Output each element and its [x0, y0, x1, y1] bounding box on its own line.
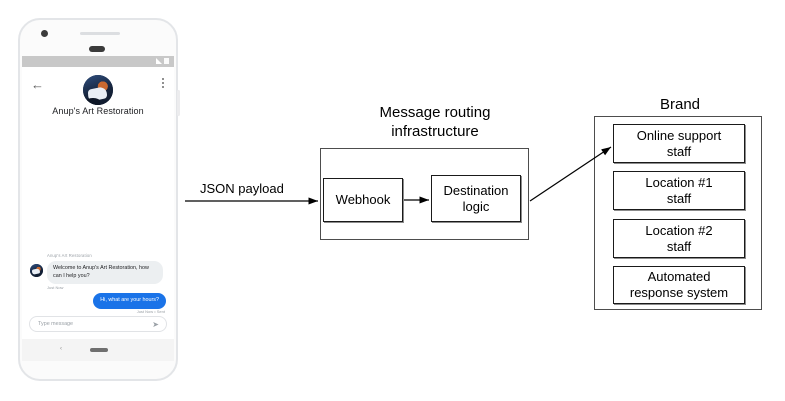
automated-response-label-line1: Automated [647, 269, 711, 284]
location-1-staff-label-line1: Location #1 [645, 174, 713, 190]
status-bar-icons [156, 58, 169, 64]
phone-mockup: ← Anup's Art Restoration Anup's Art Rest… [18, 18, 180, 381]
send-icon[interactable]: ➤ [152, 320, 159, 329]
location-2-staff-node[interactable]: Location #2 staff [613, 219, 745, 258]
incoming-message-meta: Just Now [47, 285, 64, 290]
infrastructure-title: Message routing infrastructure [340, 103, 530, 141]
nav-home-pill-icon[interactable] [90, 348, 108, 352]
back-arrow-icon[interactable]: ← [31, 77, 44, 92]
json-payload-label: JSON payload [200, 181, 284, 196]
battery-icon [164, 58, 169, 64]
android-nav-bar: ‹ [22, 339, 174, 361]
status-bar [22, 56, 174, 67]
message-composer[interactable]: Type message ➤ [29, 316, 167, 332]
automated-response-label-line2: response system [629, 285, 729, 300]
nav-back-icon[interactable]: ‹ [60, 346, 62, 352]
location-2-staff-label-line2: staff [666, 238, 692, 254]
signal-icon [156, 58, 162, 64]
location-1-staff-label-line2: staff [666, 190, 692, 206]
online-support-staff-node[interactable]: Online support staff [613, 124, 745, 163]
incoming-message-bubble: Welcome to Anup's Art Restoration, how c… [47, 261, 163, 285]
destination-logic-label-line2: logic [462, 198, 490, 214]
infrastructure-title-line1: Message routing [379, 104, 491, 121]
location-2-staff-label-line1: Location #2 [645, 222, 713, 238]
online-support-staff-label-line1: Online support [636, 127, 722, 143]
destination-logic-node[interactable]: Destination logic [431, 175, 521, 222]
brand-title: Brand [659, 96, 701, 113]
sensor-icon [89, 46, 105, 52]
online-support-staff-label-line2: staff [666, 143, 692, 159]
kebab-menu-icon[interactable] [162, 78, 164, 88]
earpiece-icon [80, 32, 120, 35]
message-input-placeholder[interactable]: Type message [38, 321, 74, 327]
chat-header: ← Anup's Art Restoration [22, 67, 174, 127]
chat-message-list: Anup's Art Restoration Welcome to Anup's… [22, 127, 174, 339]
webhook-node-label: Webhook [335, 192, 391, 207]
phone-top-bezel [20, 20, 176, 54]
page-title: Anup's Art Restoration [52, 106, 144, 116]
outgoing-message-bubble: Hi, what are your hours? [93, 293, 166, 309]
avatar [83, 75, 113, 105]
message-sender-label: Anup's Art Restoration [47, 253, 92, 258]
phone-screen: ← Anup's Art Restoration Anup's Art Rest… [22, 67, 174, 339]
message-avatar [30, 264, 43, 277]
webhook-node[interactable]: Webhook [323, 178, 403, 222]
front-camera-icon [41, 30, 48, 37]
destination-logic-label-line1: Destination [443, 182, 509, 198]
outgoing-message-meta: Just Now • Sent [136, 309, 165, 314]
infrastructure-title-line2: infrastructure [391, 123, 479, 140]
location-1-staff-node[interactable]: Location #1 staff [613, 171, 745, 210]
automated-response-system-node[interactable]: Automated response system [613, 266, 745, 304]
